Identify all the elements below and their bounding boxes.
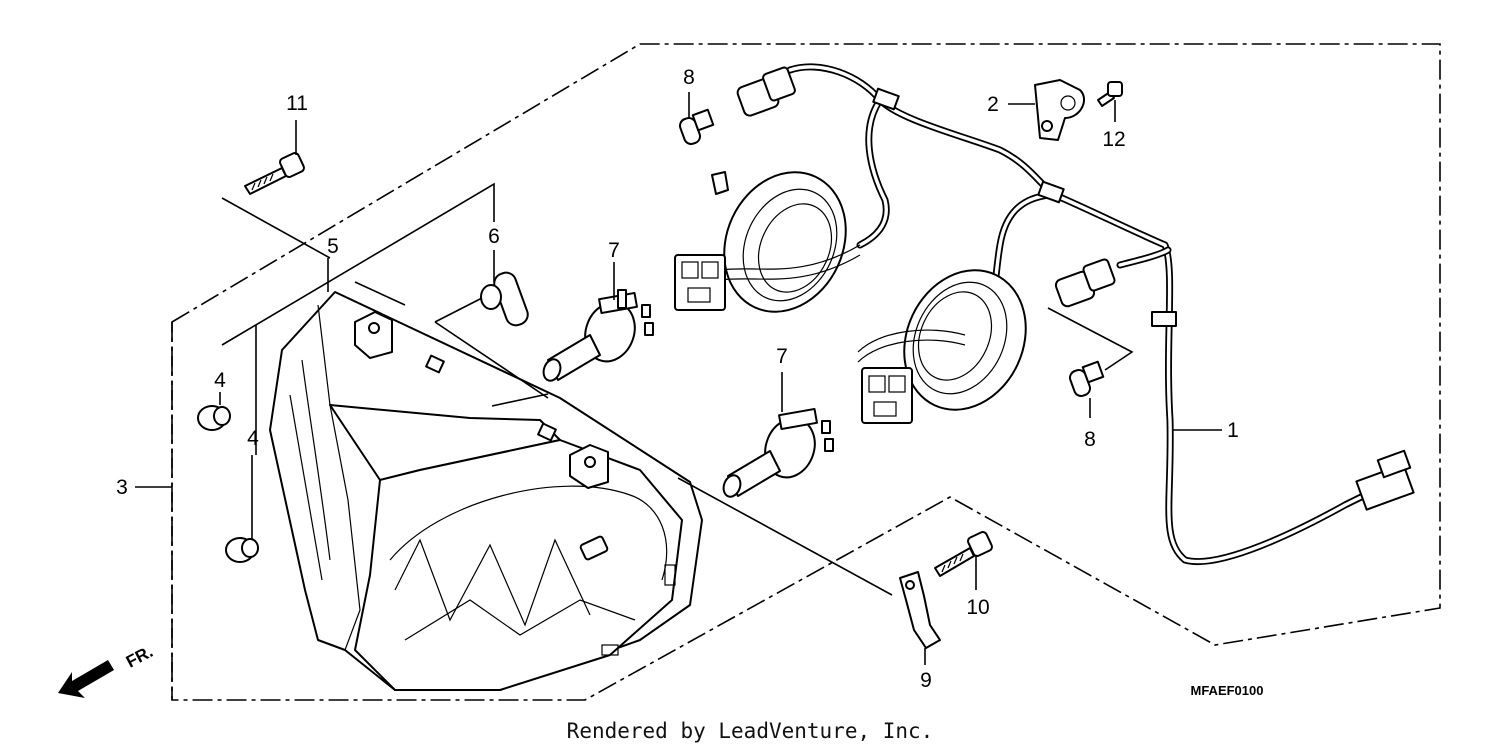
callout-6: 6 <box>488 225 500 248</box>
callout-numbers: 1 2 3 4 4 5 6 7 7 8 8 9 10 11 12 <box>116 66 1239 692</box>
upper-bulb-socket <box>736 66 796 117</box>
callout-5: 5 <box>327 235 339 258</box>
callout-7-upper: 7 <box>608 239 620 262</box>
wire-harness <box>786 63 1415 565</box>
callout-12: 12 <box>1102 128 1125 151</box>
rubber-grommet-lower <box>225 537 259 563</box>
callout-4-upper: 4 <box>214 369 226 392</box>
callout-3: 3 <box>116 476 128 499</box>
leader-lines <box>135 92 1222 665</box>
assembly-boundary <box>171 43 1441 701</box>
callout-11: 11 <box>286 92 308 115</box>
front-direction-indicator: FR. <box>58 642 156 698</box>
callout-10: 10 <box>966 596 989 619</box>
callout-7-lower: 7 <box>776 345 788 368</box>
stay-9 <box>899 571 941 649</box>
clamp-2 <box>1034 79 1085 141</box>
bolt-10 <box>934 531 993 577</box>
callout-1: 1 <box>1227 419 1239 442</box>
socket-6 <box>480 271 529 327</box>
lower-bulb-socket <box>1054 258 1116 308</box>
credit-line: Rendered by LeadVenture, Inc. <box>567 719 934 743</box>
callout-4-lower: 4 <box>247 427 259 450</box>
bolt-11 <box>244 152 305 195</box>
front-label: FR. <box>123 642 156 672</box>
lower-dust-cover <box>857 269 1027 424</box>
headlight-unit <box>269 291 703 691</box>
rubber-grommet-upper <box>197 405 231 431</box>
callout-9: 9 <box>920 669 932 692</box>
callout-2: 2 <box>987 93 999 116</box>
callout-8-lower: 8 <box>1084 428 1096 451</box>
position-bulb-lower <box>1069 360 1105 397</box>
upper-dust-cover <box>674 171 861 313</box>
diagram-code: MFAEF0100 <box>1191 683 1264 698</box>
callout-8-upper: 8 <box>683 66 695 89</box>
position-bulb-upper <box>679 108 715 145</box>
headlight-bulb-lower <box>722 407 834 498</box>
headlight-bulb-upper <box>542 289 654 382</box>
arrow-front-icon <box>58 660 114 698</box>
screw-12 <box>1097 81 1123 107</box>
